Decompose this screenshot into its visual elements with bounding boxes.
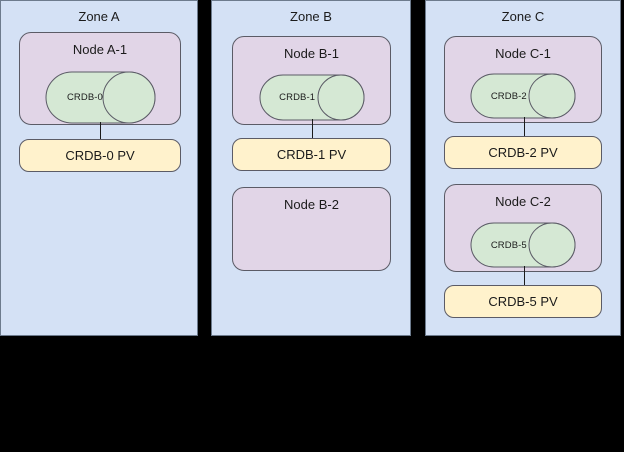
database-cylinder-crdb-2[interactable]: CRDB-2 [470,73,576,119]
pv-crdb-2[interactable]: CRDB-2 PV [444,136,602,169]
pv-crdb-1[interactable]: CRDB-1 PV [232,138,391,171]
database-cylinder-crdb-0[interactable]: CRDB-0 [45,71,156,124]
node-a-1-title: Node A-1 [72,42,128,57]
node-b-2-title: Node B-2 [284,197,339,212]
node-c-2-title: Node C-2 [495,194,551,209]
connector-crdb-0-to-pv [100,122,101,140]
pv-crdb-5[interactable]: CRDB-5 PV [444,285,602,318]
connector-crdb-2-to-pv [524,117,525,136]
zone-b-title: Zone B [290,9,332,24]
connector-crdb-1-to-pv [312,119,313,139]
node-b-1-title: Node B-1 [284,46,339,61]
zone-c-title: Zone C [501,9,545,24]
connector-crdb-5-to-pv [524,266,525,285]
node-c-1-title: Node C-1 [495,46,551,61]
node-b-2[interactable]: Node B-2 [232,187,391,271]
database-cylinder-crdb-1[interactable]: CRDB-1 [259,74,365,121]
zone-a-title: Zone A [78,9,120,24]
database-cylinder-crdb-5[interactable]: CRDB-5 [470,222,576,268]
pv-crdb-0[interactable]: CRDB-0 PV [19,139,181,172]
